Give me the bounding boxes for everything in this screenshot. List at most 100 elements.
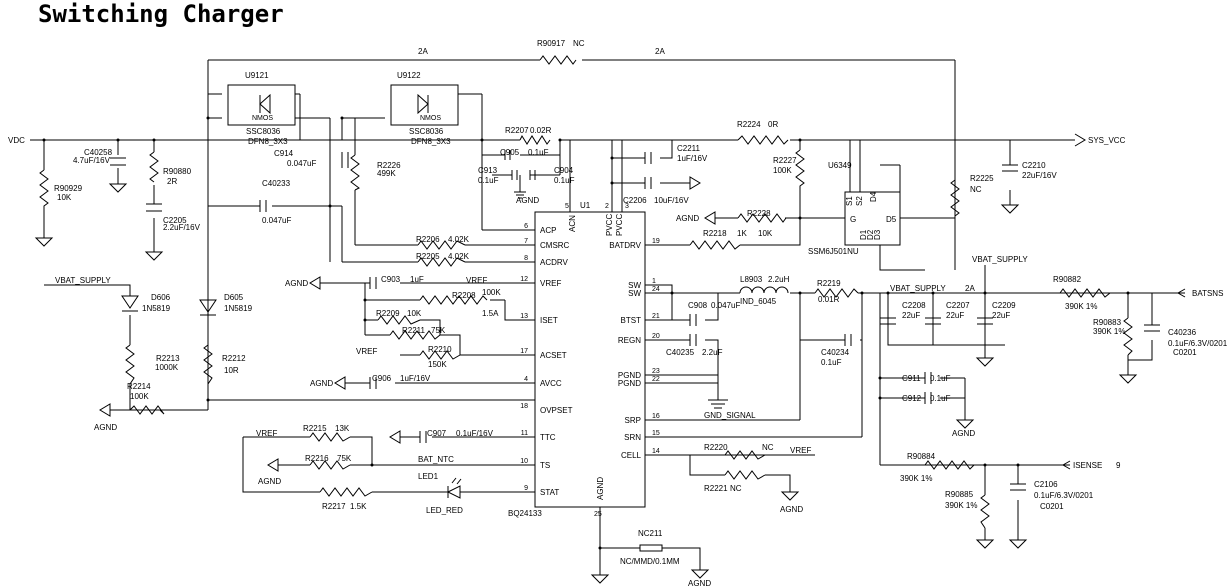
- net-label-agnd: AGND: [780, 505, 803, 514]
- u1-pin-name: ACP: [540, 226, 556, 235]
- ic-part-u9121: SSC8036: [246, 127, 281, 136]
- resistor-ref: R90917: [537, 39, 566, 48]
- resistor-ref: R90885: [945, 490, 974, 499]
- resistor-ref: R2228: [747, 209, 771, 218]
- ic-inner-u9122: NMOS: [420, 115, 441, 122]
- net-label-isense-number: 9: [1116, 461, 1121, 470]
- u1-pin-name: ISET: [540, 316, 558, 325]
- nc211-value: NC/MMD/0.1MM: [620, 557, 680, 566]
- resistor-value: 10R: [224, 366, 239, 375]
- u1-pin-number: 11: [521, 430, 528, 437]
- resistor-value: 150K: [428, 360, 447, 369]
- ic-u1: [534, 211, 646, 508]
- ic-inner-u9121: NMOS: [252, 115, 273, 122]
- capacitor-ref: C908: [688, 301, 708, 310]
- net-label-agnd: AGND: [285, 279, 308, 288]
- u1-pin-name: BATDRV: [609, 241, 641, 250]
- net-label-agnd: AGND: [688, 579, 711, 588]
- resistor-ref: R2212: [222, 354, 246, 363]
- u1-pin-name: SRP: [625, 416, 641, 425]
- resistor-value: 100K: [773, 166, 792, 175]
- u1-pin-name: STAT: [540, 488, 559, 497]
- net-label-agnd: AGND: [676, 214, 699, 223]
- capacitor-value: 0.047uF: [262, 216, 291, 225]
- resistor-value: 1000K: [155, 363, 179, 372]
- u6349-pin-name: D1: [859, 229, 868, 240]
- u6349-pin-name: S1: [845, 196, 854, 206]
- u1-pin-name: PGND: [618, 371, 641, 380]
- resistor-ref: R2205: [416, 252, 440, 261]
- resistor-value: 4.02K: [448, 235, 470, 244]
- capacitor-ref: C911: [902, 374, 921, 383]
- led-ref: LED1: [418, 472, 439, 481]
- u1-pin-number: 25: [594, 511, 602, 518]
- u1-pin-name: PVCC: [615, 214, 624, 236]
- capacitor-package: C0201: [1173, 348, 1197, 357]
- u1-pin-number: 13: [520, 313, 528, 320]
- u1-pin-name: TS: [540, 461, 550, 470]
- resistor-ref: R2210: [428, 345, 452, 354]
- capacitor-value: 0.047uF: [711, 301, 740, 310]
- resistor-ref: R2215: [303, 424, 327, 433]
- capacitor-value: 2.2uF/16V: [163, 223, 201, 232]
- capacitor-value: 0.1uF: [930, 374, 951, 383]
- net-label-isense: ISENSE: [1073, 461, 1102, 470]
- net-label-agnd: AGND: [952, 429, 975, 438]
- ic-package-u9122: DFN8_3X3: [411, 137, 451, 146]
- u1-pin-name: CELL: [621, 451, 642, 460]
- u1-pin-number: 4: [524, 376, 528, 383]
- resistor-ref: R2213: [156, 354, 180, 363]
- ic-ref-u6349: U6349: [828, 161, 852, 170]
- resistor-value: 10K: [407, 309, 422, 318]
- capacitor-value: 0.1uF/16V: [456, 429, 494, 438]
- u1-pin-name: OVPSET: [540, 406, 573, 415]
- diode-ref: D605: [224, 293, 244, 302]
- resistor-value: 75K: [337, 454, 352, 463]
- capacitor-ref: C2208: [902, 301, 926, 310]
- net-label-vref: VREF: [790, 446, 811, 455]
- resistor-value: 0.01R: [818, 295, 840, 304]
- inductor-ref: L8903: [740, 275, 763, 284]
- capacitor-ref: C2210: [1022, 161, 1046, 170]
- diode-d606: [121, 295, 139, 312]
- resistor-value: NC: [970, 185, 982, 194]
- capacitor-ref: C906: [372, 374, 392, 383]
- resistor-ref: R2219: [817, 279, 841, 288]
- resistor-value: 2R: [167, 177, 177, 186]
- resistor-value: NC: [762, 443, 774, 452]
- resistor-ref: R2211: [402, 326, 426, 335]
- resistor-value: 390K 1%: [945, 501, 977, 510]
- capacitor-ref: C2211: [677, 144, 701, 153]
- u1-pin-number: 12: [520, 276, 528, 283]
- inductor-package: IND_6045: [740, 297, 777, 306]
- resistor-value: 10K: [57, 193, 72, 202]
- capacitor-ref: C907: [427, 429, 447, 438]
- u1-pin-number: 6: [524, 223, 528, 230]
- net-label-batsns: BATSNS: [1192, 289, 1223, 298]
- diode-value: 1N5819: [142, 304, 171, 313]
- capacitor-value: 22uF: [992, 311, 1010, 320]
- u1-pin-number: 9: [524, 485, 528, 492]
- resistor-ref: R2206: [416, 235, 440, 244]
- u1-pin-number: 7: [524, 238, 528, 245]
- capacitor-ref: C914: [274, 149, 294, 158]
- net-label-agnd: AGND: [94, 423, 117, 432]
- resistor-value: 1K: [737, 229, 747, 238]
- u1-pin-number: 19: [652, 238, 660, 245]
- capacitor-value: 4.7uF/16V: [73, 156, 111, 165]
- resistor-ref: R90883: [1093, 318, 1122, 327]
- resistor-value: 4.02K: [448, 252, 470, 261]
- led-value: LED_RED: [426, 506, 463, 515]
- nc211-ref: NC211: [638, 529, 663, 538]
- resistor-ref: R90880: [163, 167, 192, 176]
- ic-part-u6349: SSM6J501NU: [808, 247, 859, 256]
- net-label-vbat-supply: VBAT_SUPPLY: [55, 276, 111, 285]
- resistor-ref: R2224: [737, 120, 761, 129]
- capacitor-ref: C40235: [666, 348, 695, 357]
- u1-pin-name: SW: [628, 289, 641, 298]
- u1-pin-name: REGN: [618, 336, 641, 345]
- capacitor-ref: C2209: [992, 301, 1016, 310]
- ic-ref-u9122: U9122: [397, 71, 421, 80]
- resistor-ref: R90884: [907, 452, 936, 461]
